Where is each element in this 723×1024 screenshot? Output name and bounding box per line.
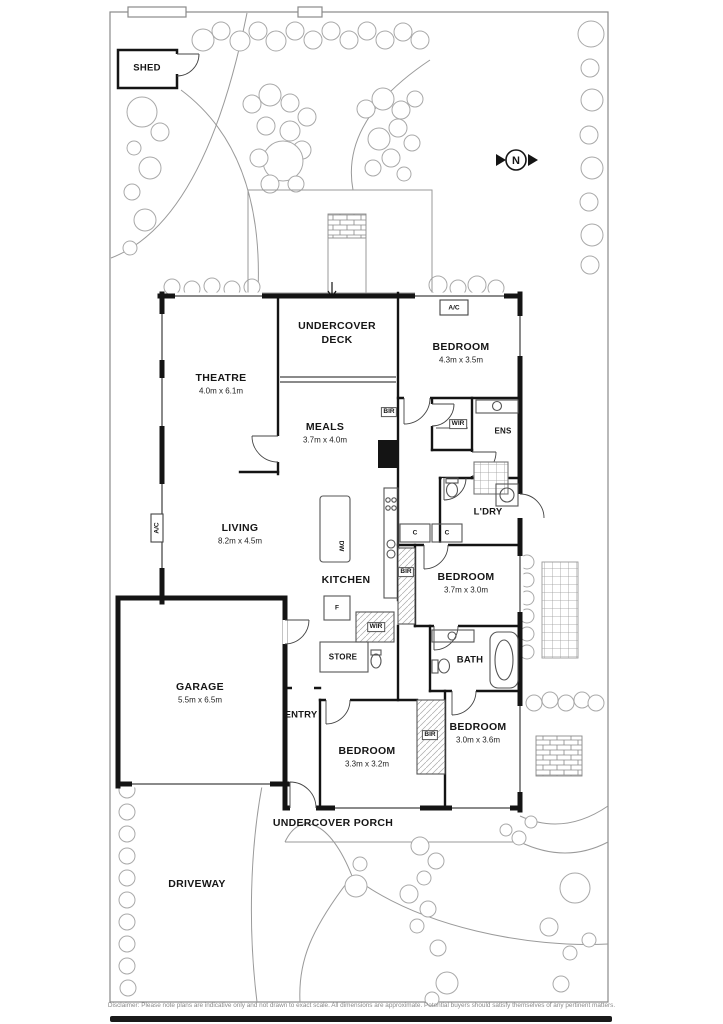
room-label-store: STORE [328, 652, 358, 662]
shed-label: SHED [133, 62, 161, 74]
cupboard2-label: C [444, 529, 450, 537]
north-arrow-icon: N [496, 149, 538, 171]
fridge-label: F [335, 604, 339, 612]
room-label-living: LIVING [221, 521, 259, 534]
room-label-bedroom3: BEDROOM [338, 744, 396, 757]
fixtures [150, 299, 519, 775]
cupboard1-label: C [412, 529, 418, 537]
disclaimer-text: Disclaimer: Please note plans are indica… [107, 1002, 616, 1009]
room-dims-bedroom2: 3.7m x 3.0m [443, 585, 489, 595]
garden-trees [118, 20, 605, 1007]
room-label-entry: ENTRY [284, 709, 318, 721]
room-label-deck-line1: UNDERCOVER [298, 319, 376, 332]
room-label-bedroom2: BEDROOM [437, 570, 495, 583]
wir-ensuite-label: WIR [449, 419, 467, 429]
room-dims-bedroom3: 3.3m x 3.2m [344, 759, 390, 769]
north-label: N [512, 155, 520, 167]
room-label-ensuite: ENS [494, 426, 512, 436]
wir-kitchen-label: WIR [367, 622, 385, 632]
room-dims-meals: 3.7m x 4.0m [302, 435, 348, 445]
chimney-block [378, 440, 398, 468]
room-label-kitchen: KITCHEN [321, 573, 371, 586]
property-boundary [109, 6, 609, 1003]
room-dims-theatre: 4.0m x 6.1m [198, 386, 244, 396]
porch-label: UNDERCOVER PORCH [272, 816, 394, 829]
room-label-meals: MEALS [305, 420, 345, 433]
room-label-garage: GARAGE [176, 680, 224, 693]
paving-areas [247, 189, 583, 777]
ac-top-label: A/C [448, 304, 460, 312]
room-label-theatre: THEATRE [195, 371, 247, 384]
room-dims-living: 8.2m x 4.5m [217, 536, 263, 546]
room-label-laundry: L'DRY [473, 506, 503, 518]
deck-entry-arrow-icon [327, 282, 337, 299]
dishwasher-label: DW [337, 540, 345, 552]
shed-outline [116, 48, 200, 90]
room-label-deck-line2: DECK [321, 333, 353, 346]
deck-window-wall [280, 376, 396, 383]
ac-left-label: A/C [153, 522, 161, 534]
room-label-bath: BATH [456, 654, 484, 666]
garden-paths [110, 12, 609, 1003]
bir-bedroom3-label: BIR [421, 730, 439, 740]
house-footprint [118, 294, 520, 810]
room-dims-bedroom4: 3.0m x 3.6m [455, 735, 501, 745]
room-dims-bedroom1: 4.3m x 3.5m [438, 355, 484, 365]
bottom-bar [110, 1016, 612, 1022]
bir-meals-label: BIR [380, 407, 398, 417]
room-label-bedroom1: BEDROOM [432, 340, 490, 353]
room-label-bedroom4: BEDROOM [449, 720, 507, 733]
room-dims-garage: 5.5m x 6.5m [177, 695, 223, 705]
bir-bedroom2-label: BIR [397, 567, 415, 577]
driveway-label: DRIVEWAY [168, 877, 226, 890]
